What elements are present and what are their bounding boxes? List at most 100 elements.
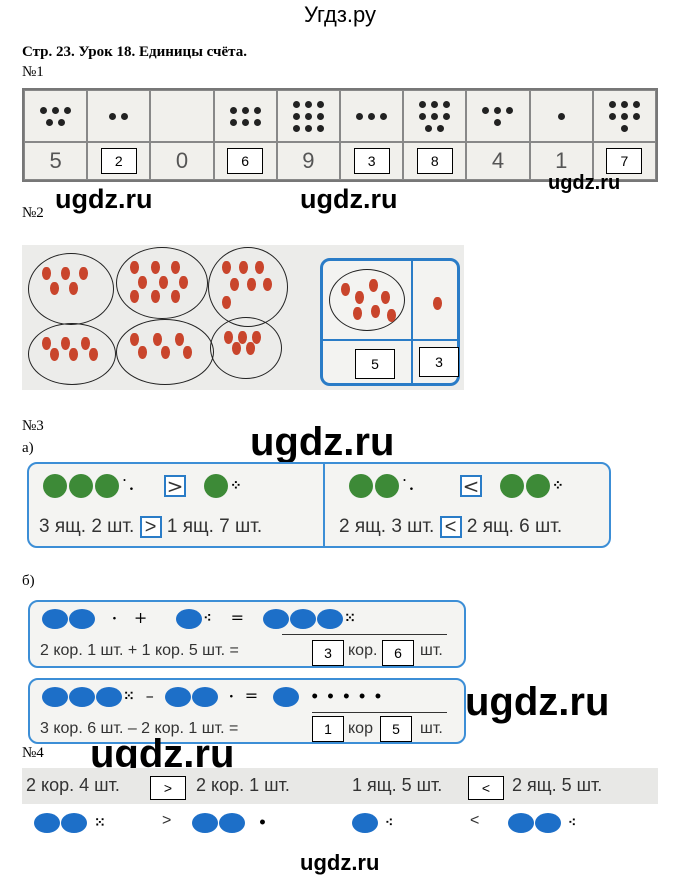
acorn-icon	[222, 261, 231, 274]
dot	[443, 100, 451, 108]
dot	[356, 112, 364, 120]
compare-sign[interactable]: <	[459, 474, 482, 498]
site-title: Угдз.ру	[303, 2, 377, 27]
dot-cell	[87, 90, 151, 142]
compare-sign[interactable]: <	[439, 516, 462, 538]
task3a-label: а)	[22, 440, 34, 456]
dot	[292, 124, 300, 132]
acorn-icon	[246, 342, 255, 356]
quantity-text: 2 ящ. 5 шт.	[512, 775, 603, 795]
task3b-row2: ⁙– ·= • • • • • 3 кор. 6 шт. – 2 кор. 1 …	[28, 678, 466, 744]
number-cell: 8	[403, 142, 467, 180]
answer-box[interactable]: 5	[380, 716, 412, 742]
dot-cell	[213, 90, 277, 142]
equation-text: 2 кор. 1 шт. + 1 кор. 5 шт. =	[40, 642, 239, 659]
dot	[620, 112, 628, 120]
answer-box[interactable]: 3	[312, 640, 344, 666]
answer-box[interactable]: 3	[419, 347, 459, 377]
answer-box[interactable]: <	[468, 776, 504, 800]
watermark: ugdz.ru	[300, 184, 398, 214]
watermark: ugdz.ru	[300, 850, 380, 875]
dot-cell	[150, 90, 214, 142]
acorn-icon	[381, 291, 390, 304]
dot	[608, 112, 616, 120]
quantity-text: 1 ящ. 5 шт.	[352, 775, 443, 795]
acorn-icon	[152, 333, 162, 346]
dot	[482, 106, 490, 114]
compare-sign: <	[470, 812, 480, 829]
dot	[316, 112, 324, 120]
answer-box[interactable]: >	[150, 776, 186, 800]
acorn-icon	[68, 281, 78, 295]
answer-box[interactable]: 3	[353, 148, 390, 174]
answer-box[interactable]: 2	[100, 148, 137, 174]
answer-box[interactable]: 8	[416, 148, 453, 174]
dot	[253, 118, 261, 126]
acorn-icon	[61, 337, 71, 350]
equals-sign: =	[244, 686, 259, 705]
group-oval	[210, 317, 282, 379]
dot	[437, 124, 445, 132]
dot	[304, 112, 312, 120]
dot	[316, 124, 324, 132]
dot	[419, 112, 427, 120]
acorn-icon	[183, 345, 193, 359]
dot	[494, 106, 502, 114]
compare-sign[interactable]: >	[139, 516, 162, 538]
dot	[380, 112, 388, 120]
watermark: ugdz.ru	[250, 420, 395, 464]
acorn-icon	[433, 297, 442, 310]
dot-cell	[592, 90, 656, 142]
dot	[58, 118, 66, 126]
task4-strip: 2 кор. 4 шт. > 2 кор. 1 шт. 1 ящ. 5 шт. …	[22, 768, 658, 804]
dot	[608, 100, 616, 108]
acorn-icon	[171, 261, 181, 274]
acorn-icon	[355, 291, 364, 304]
number-cell: 6	[213, 142, 277, 180]
quantity-text: 2 кор. 1 шт.	[196, 775, 290, 795]
dot	[494, 118, 502, 126]
acorn-icon	[138, 275, 147, 289]
compare-sign: >	[162, 812, 172, 829]
quantity-text: 2 ящ. 6 шт.	[466, 516, 563, 538]
unit-text: шт.	[420, 720, 443, 737]
dot-group	[418, 100, 452, 132]
dot	[229, 106, 237, 114]
acorn-icon	[238, 331, 247, 344]
task3b-row1: ·+ ⁖= ⁙ 2 кор. 1 шт. + 1 кор. 5 шт. = 3 …	[28, 600, 466, 668]
acorn-icon	[222, 295, 231, 309]
quantity-text: 2 ящ. 3 шт.	[339, 516, 435, 538]
watermark: ugdz.ru	[55, 184, 153, 214]
answer-box[interactable]: 1	[312, 716, 344, 742]
dot	[241, 106, 249, 114]
dot	[506, 106, 514, 114]
answer-box[interactable]: 5	[355, 349, 395, 379]
acorn-icon	[252, 331, 261, 344]
acorn-icon	[255, 261, 265, 274]
dot-group	[39, 106, 73, 126]
number: 5	[49, 148, 62, 173]
acorn-icon	[130, 333, 139, 346]
number-cell: 2	[87, 142, 151, 180]
dot	[425, 124, 433, 132]
dot	[368, 112, 376, 120]
dot	[443, 112, 451, 120]
answer-box[interactable]: 6	[227, 148, 264, 174]
dot-group	[228, 106, 262, 126]
answer-box[interactable]: 7	[606, 148, 643, 174]
number-cell: 0	[150, 142, 214, 180]
dot	[292, 112, 300, 120]
dot	[109, 112, 117, 120]
acorn-icon	[79, 267, 89, 280]
dot-cell	[24, 90, 88, 142]
dot-group	[291, 100, 325, 132]
acorn-icon	[138, 345, 147, 359]
group-oval	[28, 323, 116, 385]
quantity-text: 2 кор. 4 шт.	[26, 775, 120, 795]
acorn-icon	[371, 305, 380, 318]
task2-label: №2	[22, 205, 44, 221]
answer-box[interactable]: 6	[382, 640, 414, 666]
task1-label: №1	[22, 64, 44, 80]
compare-sign[interactable]: >	[163, 474, 186, 498]
task3a-box: ˙. >⁘ 3 ящ. 2 шт. > 1 ящ. 7 шт. ˙. <⁘ 2 …	[27, 462, 611, 548]
